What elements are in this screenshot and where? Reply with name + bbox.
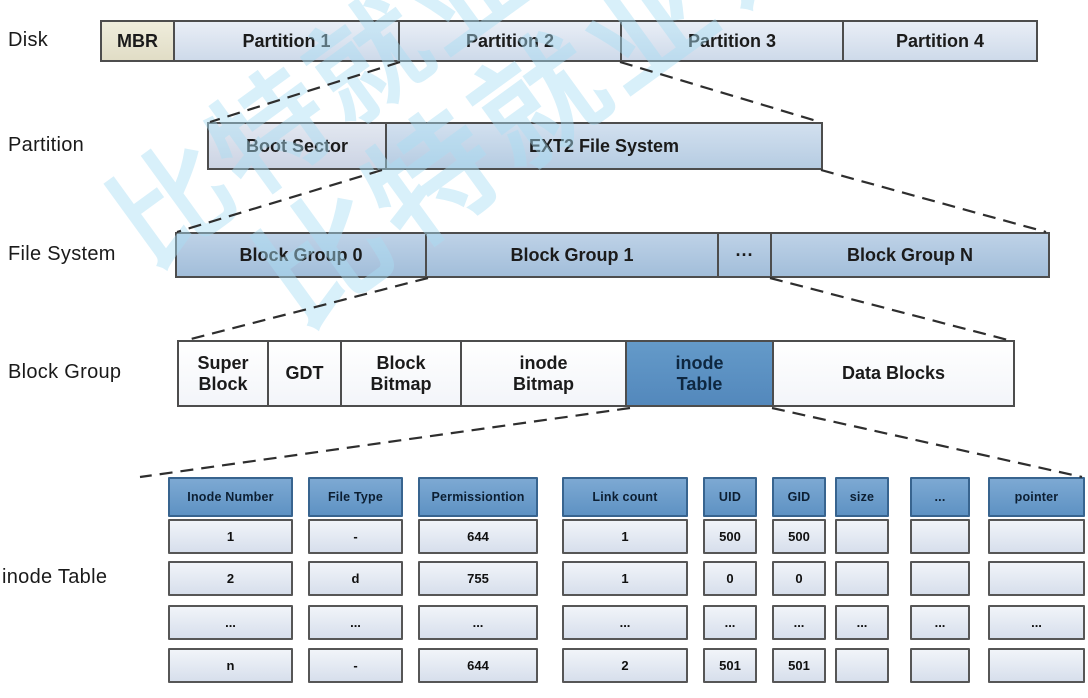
row-label-inode-table: inode Table [2,566,108,588]
cell-inode-number: n [168,648,293,683]
partition-box-boot-sector: Boot Sector [207,122,387,170]
fs-box-block-group-1: Block Group 1 [425,232,719,278]
cell-pointer [988,519,1085,554]
partition-box-ext2-fs: EXT2 File System [385,122,823,170]
connector-disk-left [209,60,401,124]
cell-size [835,648,889,683]
disk-box-partition-2: Partition 2 [398,20,622,62]
row-label-file-system: File System [8,243,116,265]
cell-ellipsis: ... [910,605,970,640]
cell-file-type: - [308,519,403,554]
cell-file-type: - [308,648,403,683]
fs-box-ellipsis: ··· [717,232,772,278]
cell-uid: 501 [703,648,757,683]
cell-gid: 500 [772,519,826,554]
bg-box-gdt: GDT [267,340,342,407]
cell-gid: 501 [772,648,826,683]
cell-file-type: d [308,561,403,596]
bg-box-inode-table: inode Table [625,340,774,407]
header-permission: Permissiontion [418,477,538,517]
cell-inode-number: ... [168,605,293,640]
connector-disk-right [619,60,821,124]
cell-permission: 644 [418,648,538,683]
header-uid: UID [703,477,757,517]
cell-pointer [988,648,1085,683]
cell-link-count: 1 [562,561,688,596]
cell-link-count: ... [562,605,688,640]
table-row: 1 - 644 1 500 500 [168,519,1085,554]
cell-pointer: ... [988,605,1085,640]
row-label-disk: Disk [8,29,49,51]
cell-file-type: ... [308,605,403,640]
cell-permission: 755 [418,561,538,596]
cell-size [835,561,889,596]
cell-uid: 500 [703,519,757,554]
disk-row: MBR Partition 1 Partition 2 Partition 3 … [100,20,1038,62]
bg-box-data-blocks: Data Blocks [772,340,1015,407]
cell-uid: ... [703,605,757,640]
connector-inode-left [139,406,631,479]
connector-part-left [176,168,383,234]
header-file-type: File Type [308,477,403,517]
table-row: n - 644 2 501 501 [168,648,1085,683]
cell-inode-number: 2 [168,561,293,596]
row-label-block-group: Block Group [8,361,122,383]
bg-box-block-bitmap: Block Bitmap [340,340,462,407]
cell-size [835,519,889,554]
table-row: 2 d 755 1 0 0 [168,561,1085,596]
cell-ellipsis [910,561,970,596]
disk-box-partition-1: Partition 1 [173,20,400,62]
connector-fs-left [186,276,429,342]
bg-box-inode-bitmap: inode Bitmap [460,340,627,407]
fs-box-block-group-0: Block Group 0 [175,232,427,278]
header-link-count: Link count [562,477,688,517]
connector-inode-right [771,406,1083,479]
connector-part-right [820,168,1047,234]
header-inode-number: Inode Number [168,477,293,517]
cell-pointer [988,561,1085,596]
header-pointer: pointer [988,477,1085,517]
row-label-partition: Partition [8,134,85,156]
cell-permission: ... [418,605,538,640]
cell-inode-number: 1 [168,519,293,554]
disk-box-partition-4: Partition 4 [842,20,1038,62]
disk-box-mbr: MBR [100,20,175,62]
table-row: ... ... ... ... ... ... ... ... ... [168,605,1085,640]
cell-link-count: 2 [562,648,688,683]
header-ellipsis: ... [910,477,970,517]
header-size: size [835,477,889,517]
connector-fs-right [769,276,1009,342]
cell-link-count: 1 [562,519,688,554]
cell-ellipsis [910,519,970,554]
block-group-row: Super Block GDT Block Bitmap inode Bitma… [177,340,1015,407]
disk-box-partition-3: Partition 3 [620,20,844,62]
fs-box-block-group-n: Block Group N [770,232,1050,278]
cell-ellipsis [910,648,970,683]
inode-table-header-row: Inode Number File Type Permissiontion Li… [168,477,1085,517]
cell-size: ... [835,605,889,640]
bg-box-super-block: Super Block [177,340,269,407]
cell-gid: ... [772,605,826,640]
cell-gid: 0 [772,561,826,596]
partition-row: Boot Sector EXT2 File System [207,122,823,170]
cell-uid: 0 [703,561,757,596]
file-system-row: Block Group 0 Block Group 1 ··· Block Gr… [175,232,1050,278]
header-gid: GID [772,477,826,517]
cell-permission: 644 [418,519,538,554]
